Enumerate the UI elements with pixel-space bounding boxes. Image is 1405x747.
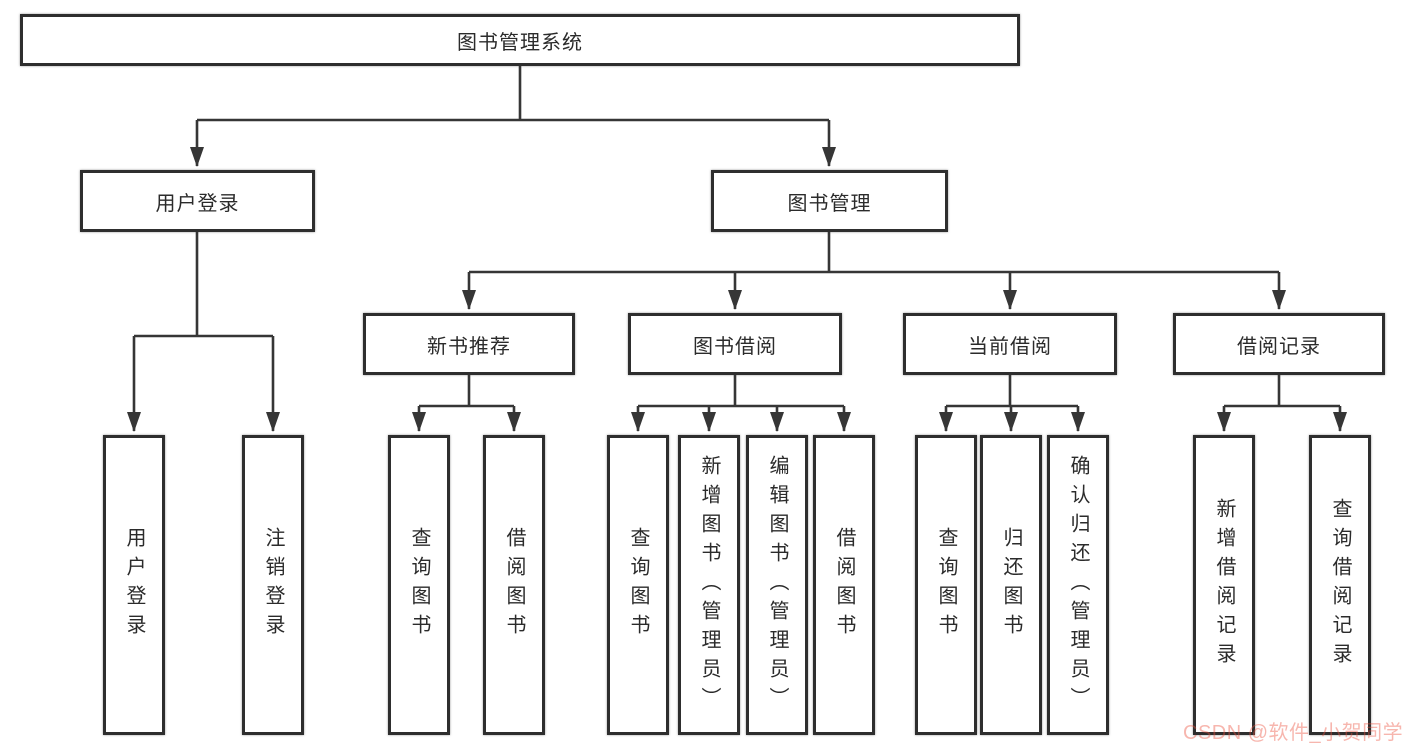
node-borrowing-records: 借阅记录 [1173,313,1385,375]
leaf-query-books-borrowing: 查询图书 [607,435,669,735]
leaf-label: 借阅图书 [833,527,855,643]
leaf-label: 借阅图书 [503,527,525,643]
leaf-label: 查询图书 [627,527,649,643]
node-current-borrowing: 当前借阅 [903,313,1117,375]
leaf-label: 查询图书 [408,527,430,643]
leaf-label: 用户登录 [123,527,145,643]
csdn-watermark: CSDN @软件_小贺同学 [1183,722,1404,744]
node-book-borrowing: 图书借阅 [628,313,842,375]
leaf-borrow-books-newbook: 借阅图书 [483,435,545,735]
leaf-add-borrow-record: 新增借阅记录 [1193,435,1255,735]
leaf-edit-books-admin: 编辑图书（管理员） [746,435,808,735]
leaf-label: 新增借阅记录 [1213,498,1235,672]
leaf-query-borrow-record: 查询借阅记录 [1309,435,1371,735]
leaf-label: 归还图书 [1000,527,1022,643]
leaf-confirm-return-admin: 确认归还（管理员） [1047,435,1109,735]
leaf-label: 查询借阅记录 [1329,498,1351,672]
leaf-query-books-newbook: 查询图书 [388,435,450,735]
leaf-add-books-admin: 新增图书（管理员） [678,435,740,735]
leaf-label: 确认归还（管理员） [1067,454,1089,716]
node-book-management-branch: 图书管理 [711,170,948,232]
leaf-label: 新增图书（管理员） [698,454,720,716]
leaf-return-books: 归还图书 [980,435,1042,735]
node-user-login-branch: 用户登录 [80,170,315,232]
leaf-logout: 注销登录 [242,435,304,735]
leaf-borrow-books-borrowing: 借阅图书 [813,435,875,735]
leaf-label: 编辑图书（管理员） [766,454,788,716]
node-new-book-recommendation: 新书推荐 [363,313,575,375]
leaf-label: 查询图书 [935,527,957,643]
node-library-management-system: 图书管理系统 [20,14,1020,66]
leaf-user-login: 用户登录 [103,435,165,735]
leaf-query-books-current: 查询图书 [915,435,977,735]
leaf-label: 注销登录 [262,527,284,643]
